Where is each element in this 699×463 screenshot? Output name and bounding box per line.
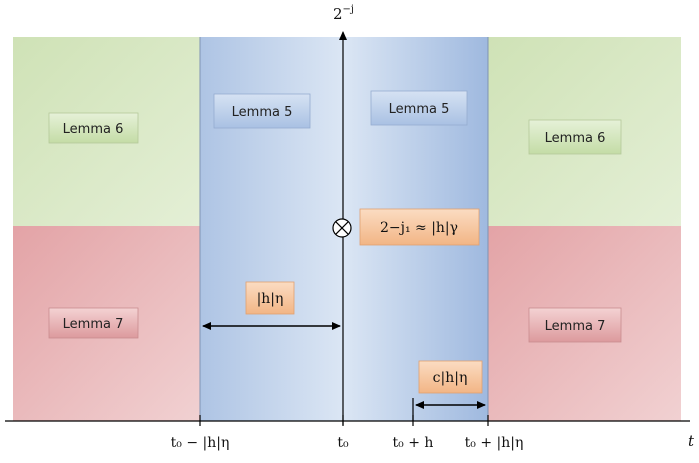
- svg-text:Lemma 7: Lemma 7: [545, 319, 606, 334]
- label-left-top: Lemma 6: [48, 112, 139, 144]
- svg-text:Lemma 5: Lemma 5: [389, 102, 450, 117]
- x-axis-label: t: [688, 432, 695, 450]
- label-center-left: Lemma 5: [213, 93, 311, 129]
- label-center-right: Lemma 5: [370, 90, 468, 126]
- label-left-bottom: Lemma 7: [48, 307, 139, 339]
- width-annotation-left: |h|η: [245, 281, 295, 315]
- svg-text:Lemma 7: Lemma 7: [63, 317, 124, 332]
- formula-box: 2−j₁ ≈ |h|γ: [359, 208, 480, 246]
- width-annotation-right: c|h|η: [418, 360, 483, 394]
- svg-text:|h|η: |h|η: [257, 291, 284, 307]
- y-axis-label: 2−j: [333, 4, 354, 23]
- tick-label-left: t₀ − |h|η: [171, 435, 230, 451]
- tick-label-t0: t₀: [337, 435, 349, 451]
- svg-text:Lemma 6: Lemma 6: [63, 122, 124, 137]
- intersection-marker: [332, 218, 352, 238]
- label-right-bottom: Lemma 7: [528, 307, 622, 343]
- tick-label-t0-plus-h: t₀ + h: [393, 435, 434, 451]
- svg-text:c|h|η: c|h|η: [433, 370, 468, 386]
- tick-label-right: t₀ + |h|η: [465, 435, 524, 451]
- svg-text:Lemma 5: Lemma 5: [232, 105, 293, 120]
- label-right-top: Lemma 6: [528, 119, 622, 155]
- svg-text:2−j₁ ≈ |h|γ: 2−j₁ ≈ |h|γ: [380, 220, 458, 236]
- svg-text:Lemma 6: Lemma 6: [545, 131, 606, 146]
